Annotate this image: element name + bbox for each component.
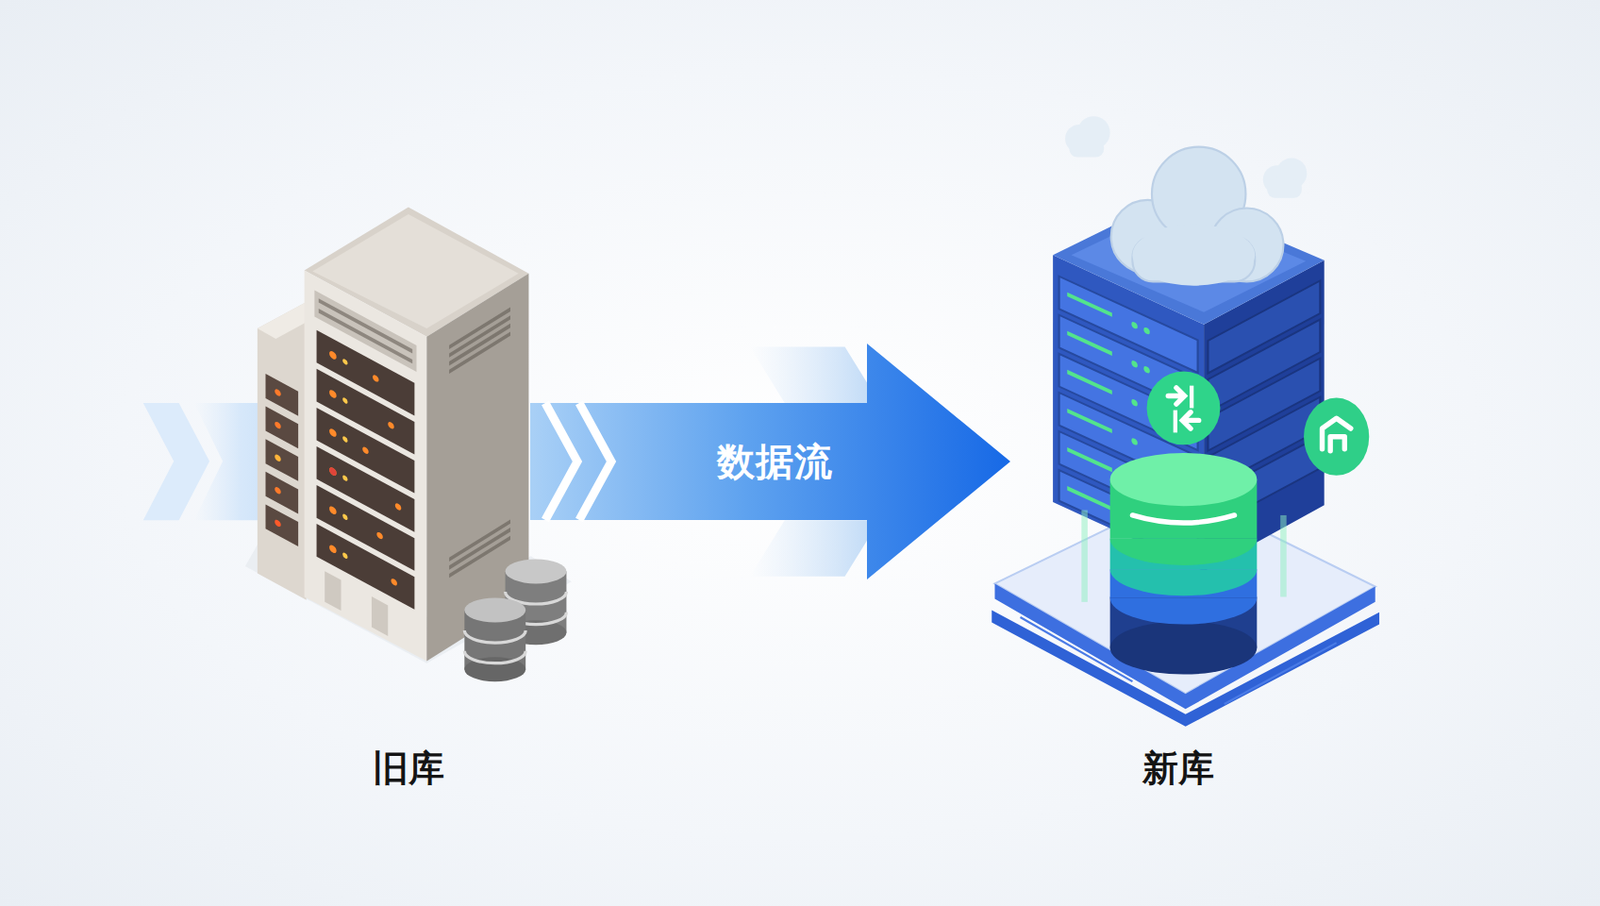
flow-arrow-body [530, 343, 1011, 580]
flow-arrow [530, 343, 1011, 580]
old-disk-stacks [464, 558, 567, 682]
old-database-node: 旧库 [286, 203, 531, 789]
database-cylinder [1081, 452, 1286, 675]
shield-badge [1303, 398, 1369, 476]
flow-chevron [579, 402, 612, 520]
node-label: 旧库 [286, 747, 531, 789]
flow-label: 数据流 [716, 435, 834, 488]
node-label: 新库 [1010, 747, 1347, 789]
old-server-tower [245, 206, 572, 663]
new-server-rack [1052, 196, 1325, 572]
cloud-icons [1065, 116, 1307, 285]
flow-chevron [545, 402, 578, 520]
sync-badge [1147, 371, 1221, 446]
new-database-node: 新库 [1010, 117, 1347, 789]
